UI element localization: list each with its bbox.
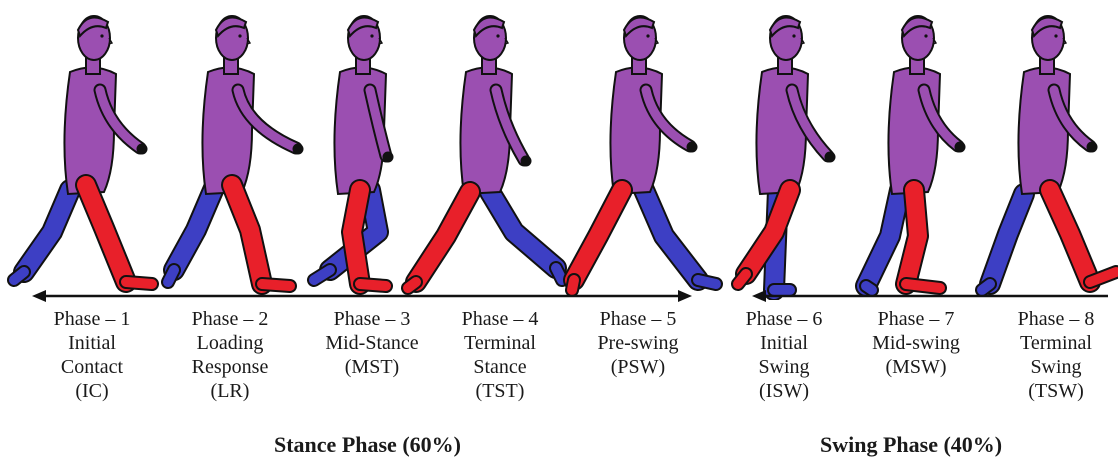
phase-abbreviation: (TST)	[440, 379, 560, 403]
back-leg-foot	[168, 270, 174, 282]
walking-figure-3	[314, 16, 394, 286]
walking-figure-4	[408, 16, 562, 288]
hand	[137, 144, 148, 155]
eye	[646, 34, 649, 37]
phase-name-line: Initial	[32, 331, 152, 355]
hand	[383, 152, 394, 163]
eye	[370, 34, 373, 37]
torso	[610, 67, 662, 194]
phase-label-8: Phase – 8 Terminal Swing (TSW)	[996, 307, 1116, 403]
front-leg-foot	[262, 284, 290, 286]
phase-name-line: Terminal	[440, 331, 560, 355]
front-leg-foot	[738, 274, 746, 284]
phase-name-line: Mid-Stance	[312, 331, 432, 355]
phase-number: Phase – 3	[312, 307, 432, 331]
torso	[1018, 67, 1070, 194]
torso	[888, 67, 940, 194]
front-leg	[352, 190, 360, 284]
phase-name-line: Loading	[170, 331, 290, 355]
front-leg-foot	[906, 284, 940, 288]
phase-label-1: Phase – 1 Initial Contact (IC)	[32, 307, 152, 403]
phase-number: Phase – 8	[996, 307, 1116, 331]
phase-abbreviation: (PSW)	[578, 355, 698, 379]
phase-name-line: Initial	[724, 331, 844, 355]
front-leg	[416, 192, 470, 282]
eye	[792, 34, 795, 37]
walking-figure-1	[14, 16, 152, 284]
phase-label-5: Phase – 5 Pre-swing (PSW)	[578, 307, 698, 379]
swing-phase-title: Swing Phase (40%)	[820, 432, 1002, 458]
walking-figure-6	[738, 16, 836, 290]
front-leg	[232, 185, 262, 284]
back-leg-foot	[14, 272, 24, 280]
front-leg-foot	[360, 284, 386, 286]
hand	[825, 152, 836, 163]
hand	[1087, 142, 1098, 153]
walking-figure-5	[572, 16, 716, 290]
phase-name-line: Response	[170, 355, 290, 379]
walking-figures	[0, 0, 1118, 300]
front-leg	[86, 185, 126, 282]
eye	[924, 34, 927, 37]
swing-phase-arrow	[752, 289, 1118, 303]
phase-name-line: Pre-swing	[578, 331, 698, 355]
phase-label-2: Phase – 2 Loading Response (LR)	[170, 307, 290, 403]
phase-number: Phase – 2	[170, 307, 290, 331]
phase-abbreviation: (IC)	[32, 379, 152, 403]
eye	[238, 34, 241, 37]
phase-abbreviation: (LR)	[170, 379, 290, 403]
stance-phase-arrow	[32, 289, 692, 303]
front-leg-foot	[126, 282, 152, 284]
walking-figure-2	[168, 16, 304, 286]
hand	[521, 156, 532, 167]
phase-label-4: Phase – 4 Terminal Stance (TST)	[440, 307, 560, 403]
eye	[1054, 34, 1057, 37]
phase-number: Phase – 4	[440, 307, 560, 331]
phase-name-line: Swing	[996, 355, 1116, 379]
phase-name-line: Terminal	[996, 331, 1116, 355]
phase-number: Phase – 7	[856, 307, 976, 331]
phase-abbreviation: (MST)	[312, 355, 432, 379]
phase-name-line: Mid-swing	[856, 331, 976, 355]
phase-label-6: Phase – 6 Initial Swing (ISW)	[724, 307, 844, 403]
back-leg-foot	[556, 268, 562, 280]
phase-name-line: Contact	[32, 355, 152, 379]
phase-name-line: Stance	[440, 355, 560, 379]
front-leg	[574, 190, 622, 280]
phase-abbreviation: (ISW)	[724, 379, 844, 403]
walking-figure-8	[982, 16, 1116, 290]
phase-label-7: Phase – 7 Mid-swing (MSW)	[856, 307, 976, 379]
phase-number: Phase – 5	[578, 307, 698, 331]
phase-name-line: Swing	[724, 355, 844, 379]
phase-abbreviation: (MSW)	[856, 355, 976, 379]
hand	[955, 142, 966, 153]
eye	[100, 34, 103, 37]
phase-label-3: Phase – 3 Mid-Stance (MST)	[312, 307, 432, 379]
stance-phase-title: Stance Phase (60%)	[274, 432, 461, 458]
phase-abbreviation: (TSW)	[996, 379, 1116, 403]
phase-number: Phase – 6	[724, 307, 844, 331]
hand	[687, 142, 698, 153]
phase-number: Phase – 1	[32, 307, 152, 331]
front-leg	[1050, 190, 1090, 282]
eye	[496, 34, 499, 37]
torso	[756, 67, 808, 194]
front-leg-foot	[408, 282, 416, 288]
back-leg	[490, 192, 556, 268]
hand	[293, 144, 304, 155]
back-leg-foot	[698, 280, 716, 284]
walking-figure-7	[866, 16, 966, 290]
